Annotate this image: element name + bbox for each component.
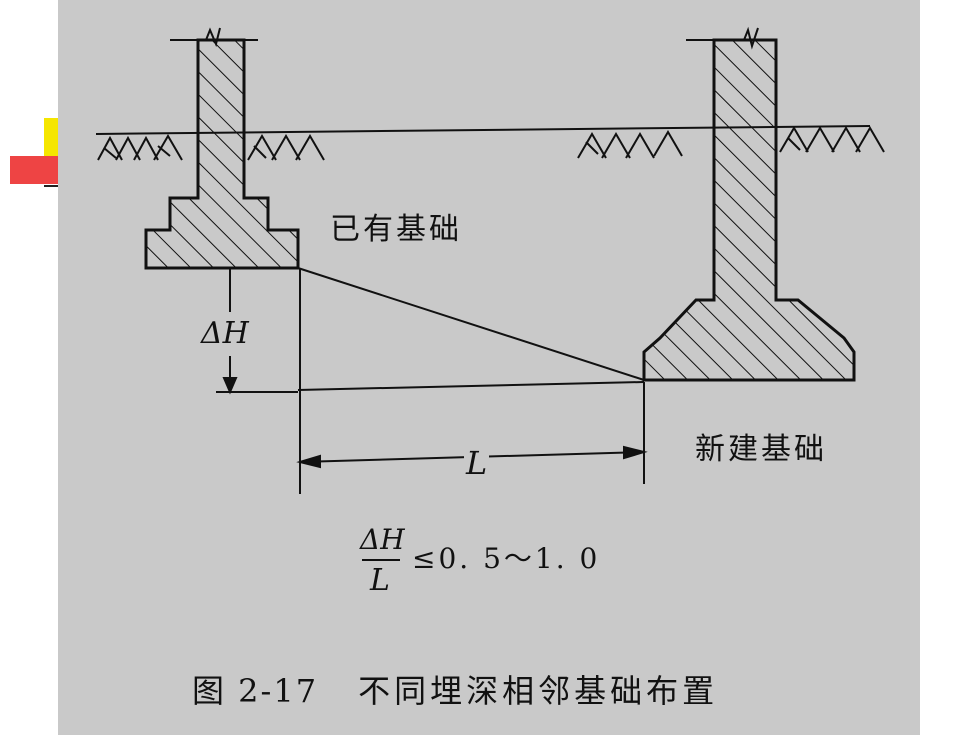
slope-line — [297, 267, 645, 381]
formula-denominator: L — [370, 563, 390, 598]
soil-symbol-right — [577, 126, 885, 159]
distance-label: L — [464, 444, 490, 482]
caption-number: 图 2-17 — [192, 672, 319, 710]
soil-symbol-left — [97, 134, 325, 161]
existing-foundation-shape — [144, 27, 300, 270]
height-difference-label: ΔH — [201, 316, 249, 351]
base-level-line — [297, 381, 645, 391]
caption-text: 不同埋深相邻基础布置 — [358, 672, 719, 710]
figure-caption: 图 2-17 不同埋深相邻基础布置 — [192, 666, 718, 712]
formula-numerator: ΔH — [360, 523, 405, 556]
accent-red-block — [10, 156, 58, 184]
existing-foundation-label: 已有基础 — [330, 212, 462, 247]
fraction-bar — [362, 559, 400, 561]
figure-panel: 已有基础 新建基础 ΔH L ΔH L ≤0. 5～1. 0 图 2-17 不同埋… — [58, 0, 920, 735]
accent-yellow-block — [44, 118, 58, 160]
height-dimension — [216, 268, 298, 395]
new-foundation-label: 新建基础 — [695, 432, 827, 467]
formula-relation: ≤0. 5～1. 0 — [412, 542, 601, 575]
new-foundation-shape — [642, 26, 856, 382]
foundation-diagram — [95, 26, 885, 494]
